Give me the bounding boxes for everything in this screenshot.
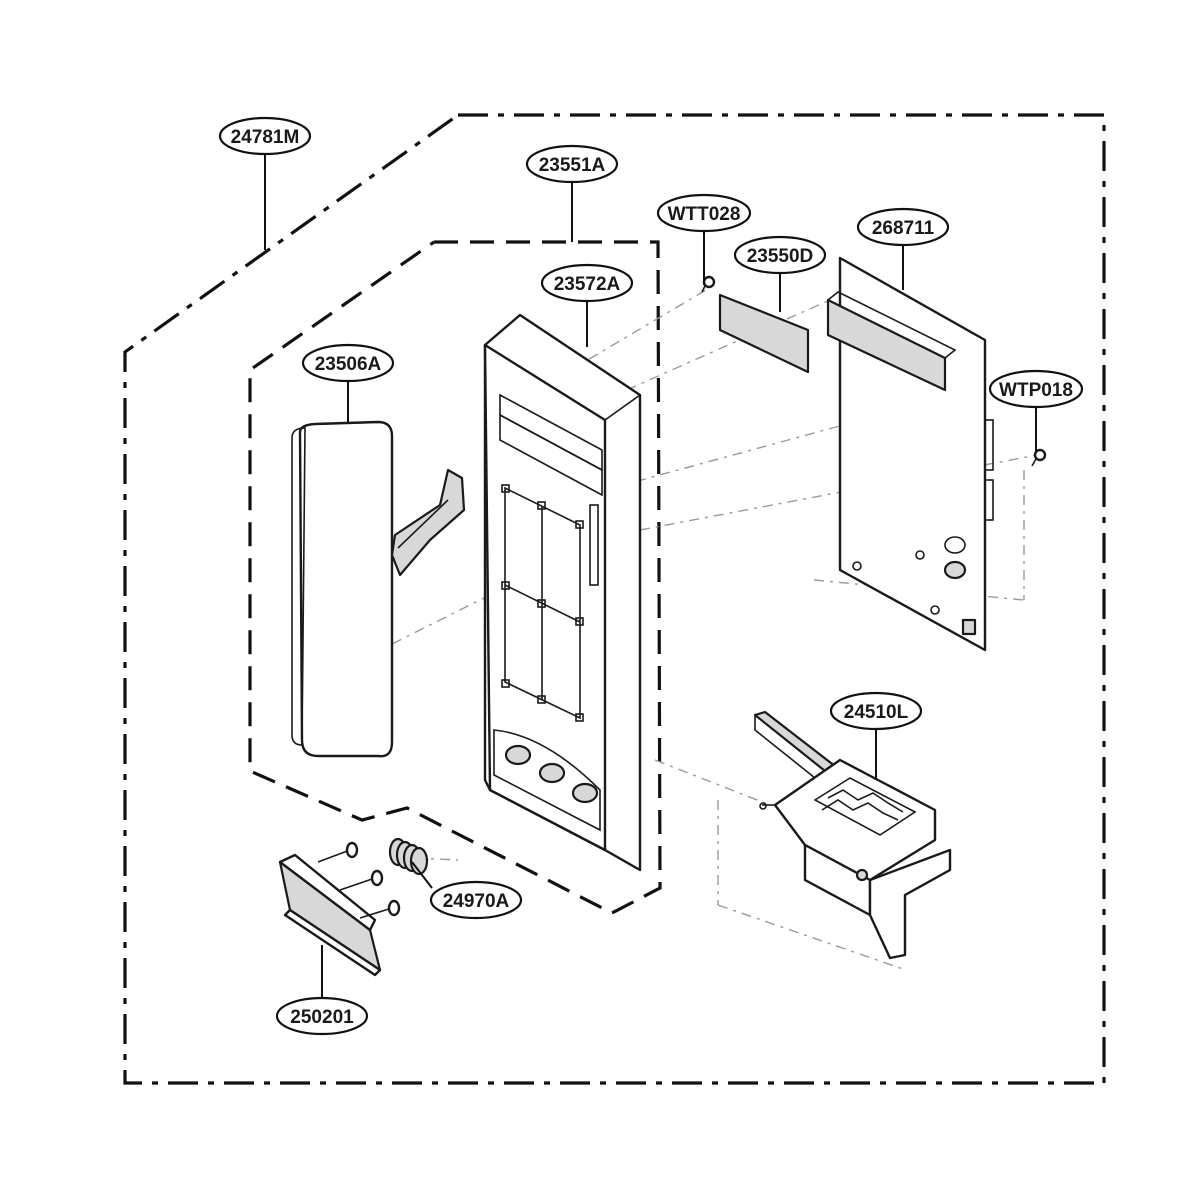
- pcb-board-part: [826, 256, 994, 652]
- callout-24970A: 24970A: [429, 880, 523, 920]
- window-panel-part: [291, 420, 466, 758]
- callout-label: 23550D: [747, 246, 814, 267]
- callout-label: 268711: [872, 218, 935, 239]
- display-plate-part: [718, 293, 810, 374]
- spring-part: [388, 837, 429, 876]
- push-button-part: [278, 841, 401, 977]
- callout-24781M: 24781M: [218, 116, 312, 156]
- callout-23506A: 23506A: [301, 343, 395, 383]
- callout-label: 24781M: [231, 127, 300, 148]
- callout-WTT028: WTT028: [656, 193, 752, 233]
- callout-250201: 250201: [275, 996, 369, 1036]
- callout-label: 23506A: [315, 354, 382, 375]
- callout-label: 250201: [290, 1007, 354, 1028]
- callout-label: WTP018: [999, 380, 1073, 401]
- callout-23551A: 23551A: [525, 144, 619, 184]
- callout-label: 24510L: [844, 702, 909, 723]
- screw-wtp018-part: [1031, 448, 1047, 467]
- leader-lines: [264, 154, 1037, 998]
- callout-268711: 268711: [856, 207, 950, 247]
- callout-label: WTT028: [668, 204, 741, 225]
- callout-23550D: 23550D: [733, 235, 827, 275]
- callout-label: 23572A: [554, 274, 621, 295]
- latch-lever-part: [753, 710, 952, 960]
- callout-23572A: 23572A: [540, 263, 634, 303]
- callout-label: 24970A: [443, 891, 510, 912]
- callout-label: 23551A: [539, 155, 606, 176]
- callout-WTP018: WTP018: [988, 369, 1084, 409]
- callout-24510L: 24510L: [829, 691, 923, 731]
- inner-door-assembly-boundary: [248, 240, 662, 915]
- control-panel-frame-part: [483, 313, 642, 872]
